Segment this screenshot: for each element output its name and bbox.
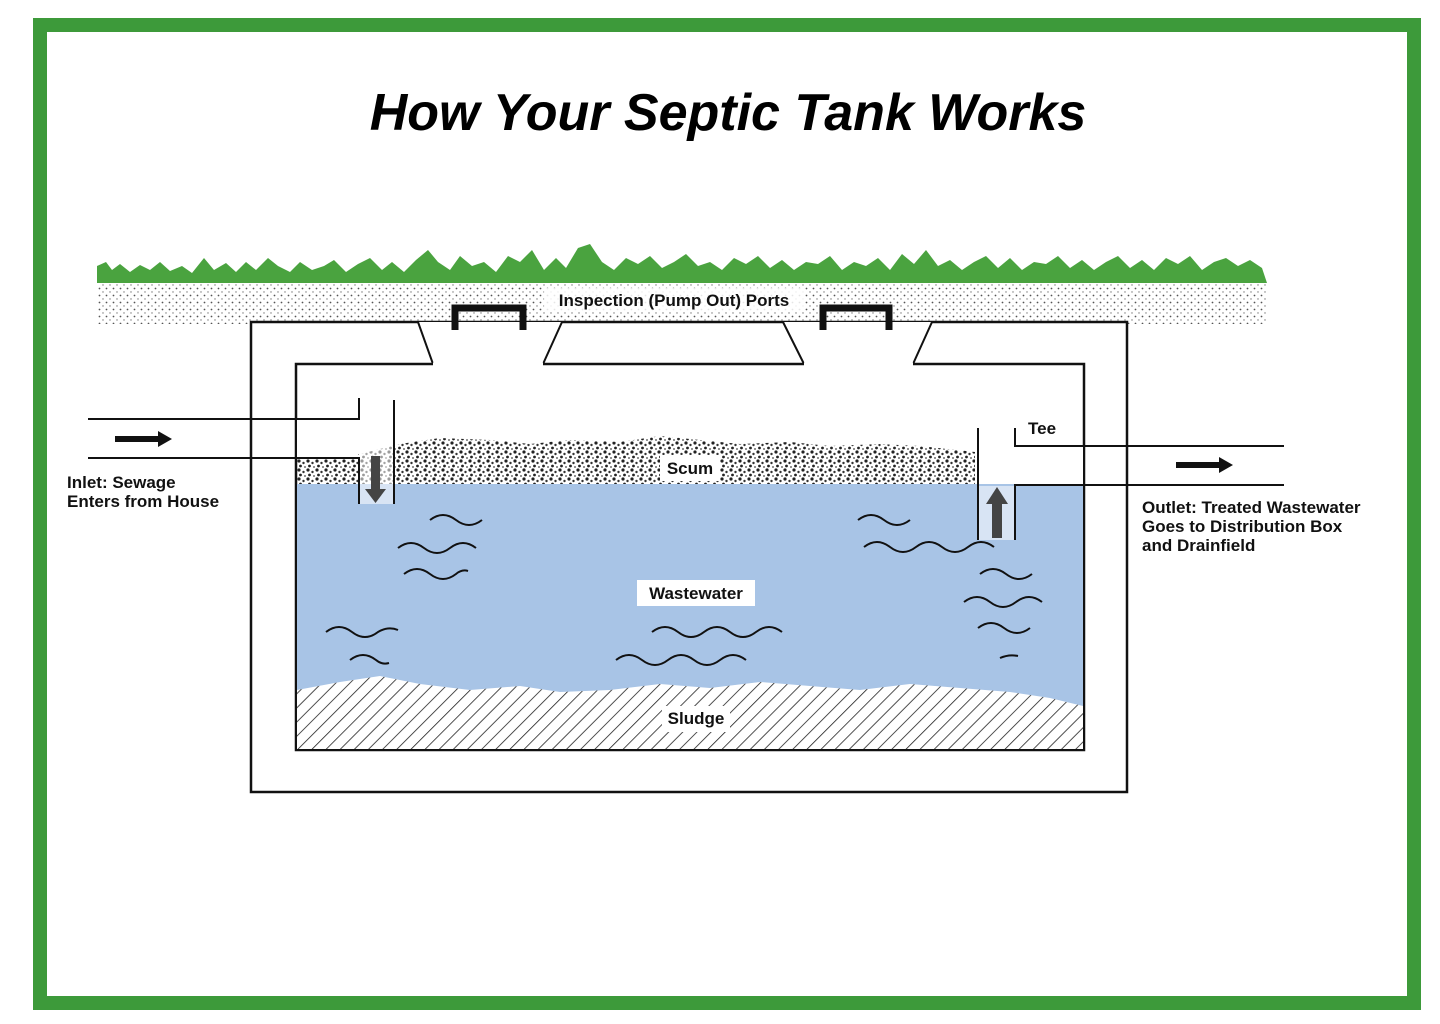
scum-label-bg	[660, 455, 720, 481]
outlet-up-arrow-icon	[986, 487, 1008, 538]
ports-label: Inspection (Pump Out) Ports	[559, 291, 789, 310]
scum-label: Scum	[667, 459, 713, 478]
outlet-flow-arrow-icon	[1176, 457, 1233, 473]
sludge-label: Sludge	[668, 709, 725, 728]
port-funnel-right	[782, 321, 933, 365]
outlet-tee	[977, 428, 1284, 540]
inlet-label-line1: Inlet: Sewage	[67, 473, 176, 492]
diagram-title: How Your Septic Tank Works	[370, 84, 1087, 142]
port-lid-right-icon	[819, 304, 893, 330]
wastewater-label-bg	[637, 580, 755, 606]
ports-label-bg	[544, 288, 804, 312]
inlet-label-line2: Enters from House	[67, 492, 219, 511]
outlet-label-line2: Goes to Distribution Box	[1142, 517, 1343, 536]
grass-layer	[97, 244, 1267, 283]
tee-label: Tee	[1028, 419, 1056, 438]
inlet-flow-arrow-icon	[115, 431, 172, 447]
inlet-down-arrow-icon	[365, 456, 386, 503]
port-funnel-left	[417, 321, 563, 365]
scum-layer	[297, 436, 975, 484]
port-lid-left-icon	[451, 304, 527, 330]
inlet-pipe	[88, 398, 395, 504]
water-ripples	[325, 514, 1043, 666]
wastewater-label: Wastewater	[649, 584, 743, 603]
outlet-label-line1: Outlet: Treated Wastewater	[1142, 498, 1361, 517]
sludge-label-bg	[662, 706, 730, 732]
outlet-label-line3: and Drainfield	[1142, 536, 1255, 555]
